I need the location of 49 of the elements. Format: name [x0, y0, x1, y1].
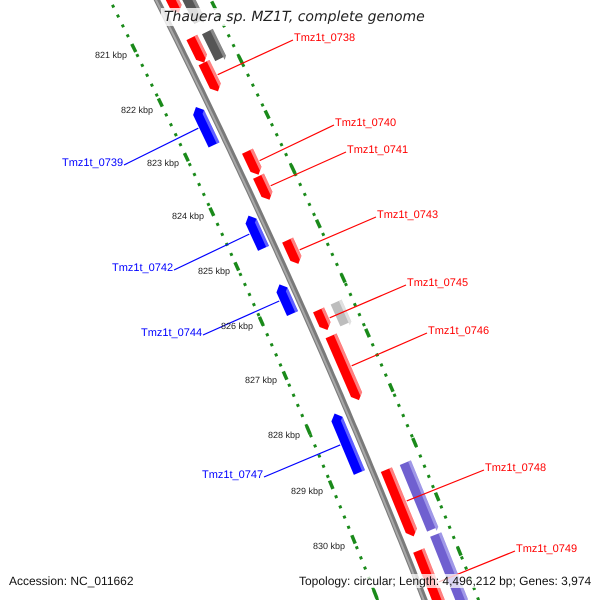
leader-line — [270, 151, 346, 186]
scale-label: 825 kbp — [198, 265, 230, 278]
scale-label: 828 kbp — [268, 429, 300, 442]
gene-label: Tmz1t_0743 — [377, 208, 438, 222]
leader-line — [329, 284, 406, 318]
gene-label: Tmz1t_0740 — [335, 116, 396, 130]
leader-line — [124, 128, 199, 166]
gene-label: Tmz1t_0741 — [347, 143, 408, 157]
gene-label: Tmz1t_0749 — [516, 542, 578, 556]
leader-line — [174, 234, 250, 271]
scale-label: 823 kbp — [147, 157, 180, 170]
leader-line — [264, 444, 340, 478]
scale-label: 824 kbp — [172, 210, 204, 223]
scale-label: 827 kbp — [245, 374, 278, 387]
accession-text: Accession: NC_011662 — [9, 574, 134, 588]
gene-feature — [193, 107, 220, 148]
scale-label: 830 kbp — [313, 540, 346, 553]
genome-info-text: Topology: circular; Length: 4,496,212 bp; Genes: 3,974 — [299, 574, 592, 588]
gene-feature — [186, 34, 207, 63]
gene-feature — [253, 174, 272, 200]
gene-label: Tmz1t_0744 — [141, 326, 202, 340]
scale-label: 822 kbp — [121, 104, 154, 117]
scale-label: 826 kbp — [221, 320, 254, 333]
gene-label: Tmz1t_0742 — [112, 261, 174, 275]
leader-line — [299, 216, 376, 250]
gene-feature — [242, 148, 262, 175]
leader-line — [259, 124, 334, 162]
gene-label: Tmz1t_0748 — [485, 461, 546, 475]
leader-line — [406, 469, 484, 502]
gene-feature — [202, 28, 226, 62]
gene-label: Tmz1t_0738 — [294, 31, 356, 45]
gene-feature — [326, 334, 362, 400]
gene-feature — [246, 216, 269, 251]
gene-label: Tmz1t_0745 — [407, 276, 468, 290]
leader-line — [351, 332, 428, 366]
gene-label: Tmz1t_0746 — [428, 324, 490, 338]
gene-feature — [276, 284, 298, 316]
leader-line — [217, 39, 294, 76]
leader-line — [202, 300, 280, 336]
scale-label: 829 kbp — [291, 485, 324, 498]
gene-label: Tmz1t_0739 — [62, 156, 124, 170]
gene-feature — [282, 238, 302, 264]
gene-feature — [313, 308, 330, 330]
gene-label: Tmz1t_0747 — [202, 468, 264, 482]
gene-feature — [198, 60, 221, 92]
gene-feature — [331, 414, 365, 475]
scale-label: 821 kbp — [95, 49, 128, 62]
gene-feature — [330, 300, 352, 326]
gene-feature — [400, 460, 438, 532]
